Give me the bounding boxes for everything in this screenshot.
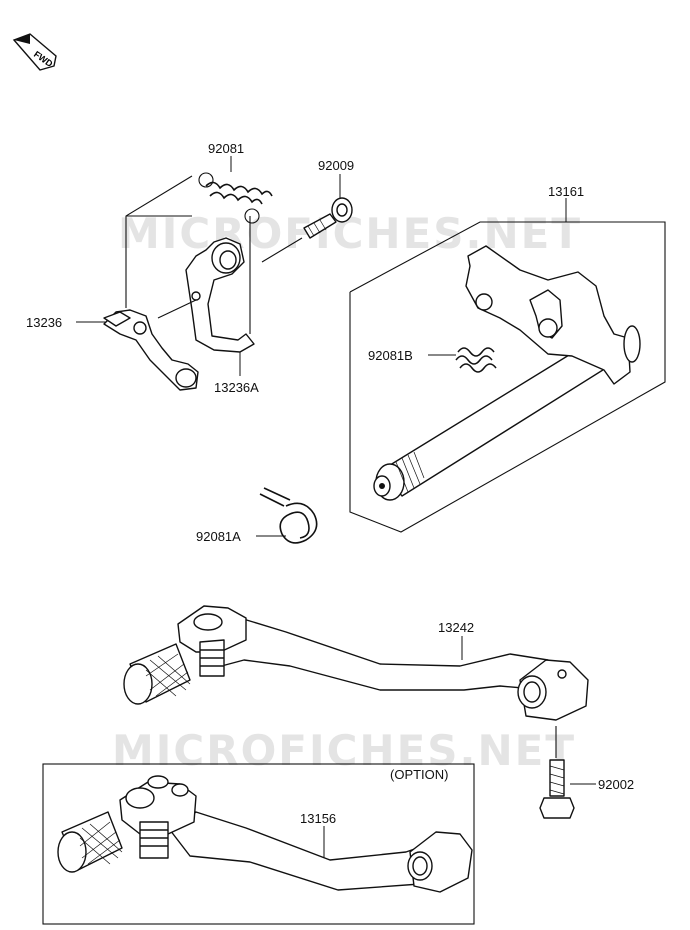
label-13236a: 13236A bbox=[214, 380, 259, 395]
shift-pedal-13242 bbox=[123, 605, 589, 721]
label-92009: 92009 bbox=[318, 158, 354, 173]
lever-13236 bbox=[103, 309, 199, 391]
label-92081: 92081 bbox=[208, 141, 244, 156]
label-13242: 13242 bbox=[438, 620, 474, 635]
bracket-13236a bbox=[185, 237, 255, 353]
label-92081b: 92081B bbox=[368, 348, 413, 363]
fwd-arrow-icon: FWD bbox=[12, 33, 57, 71]
bolt-92002 bbox=[539, 726, 575, 819]
spring-92081a bbox=[259, 487, 318, 544]
option-label: (OPTION) bbox=[390, 767, 449, 782]
label-13156: 13156 bbox=[300, 811, 336, 826]
option-frame bbox=[42, 763, 475, 925]
label-13161: 13161 bbox=[548, 184, 584, 199]
shaft-group-frame bbox=[349, 221, 666, 533]
shift-pedal-13156 bbox=[57, 775, 473, 893]
shift-shaft-13161 bbox=[373, 245, 641, 501]
label-92002: 92002 bbox=[598, 777, 634, 792]
bolt-92009 bbox=[303, 197, 353, 239]
label-13236: 13236 bbox=[26, 315, 62, 330]
label-92081a: 92081A bbox=[196, 529, 241, 544]
watermark-bottom: MICROFICHES.NET bbox=[112, 726, 576, 775]
spring-92081b bbox=[455, 347, 497, 373]
spring-92081 bbox=[198, 172, 273, 224]
